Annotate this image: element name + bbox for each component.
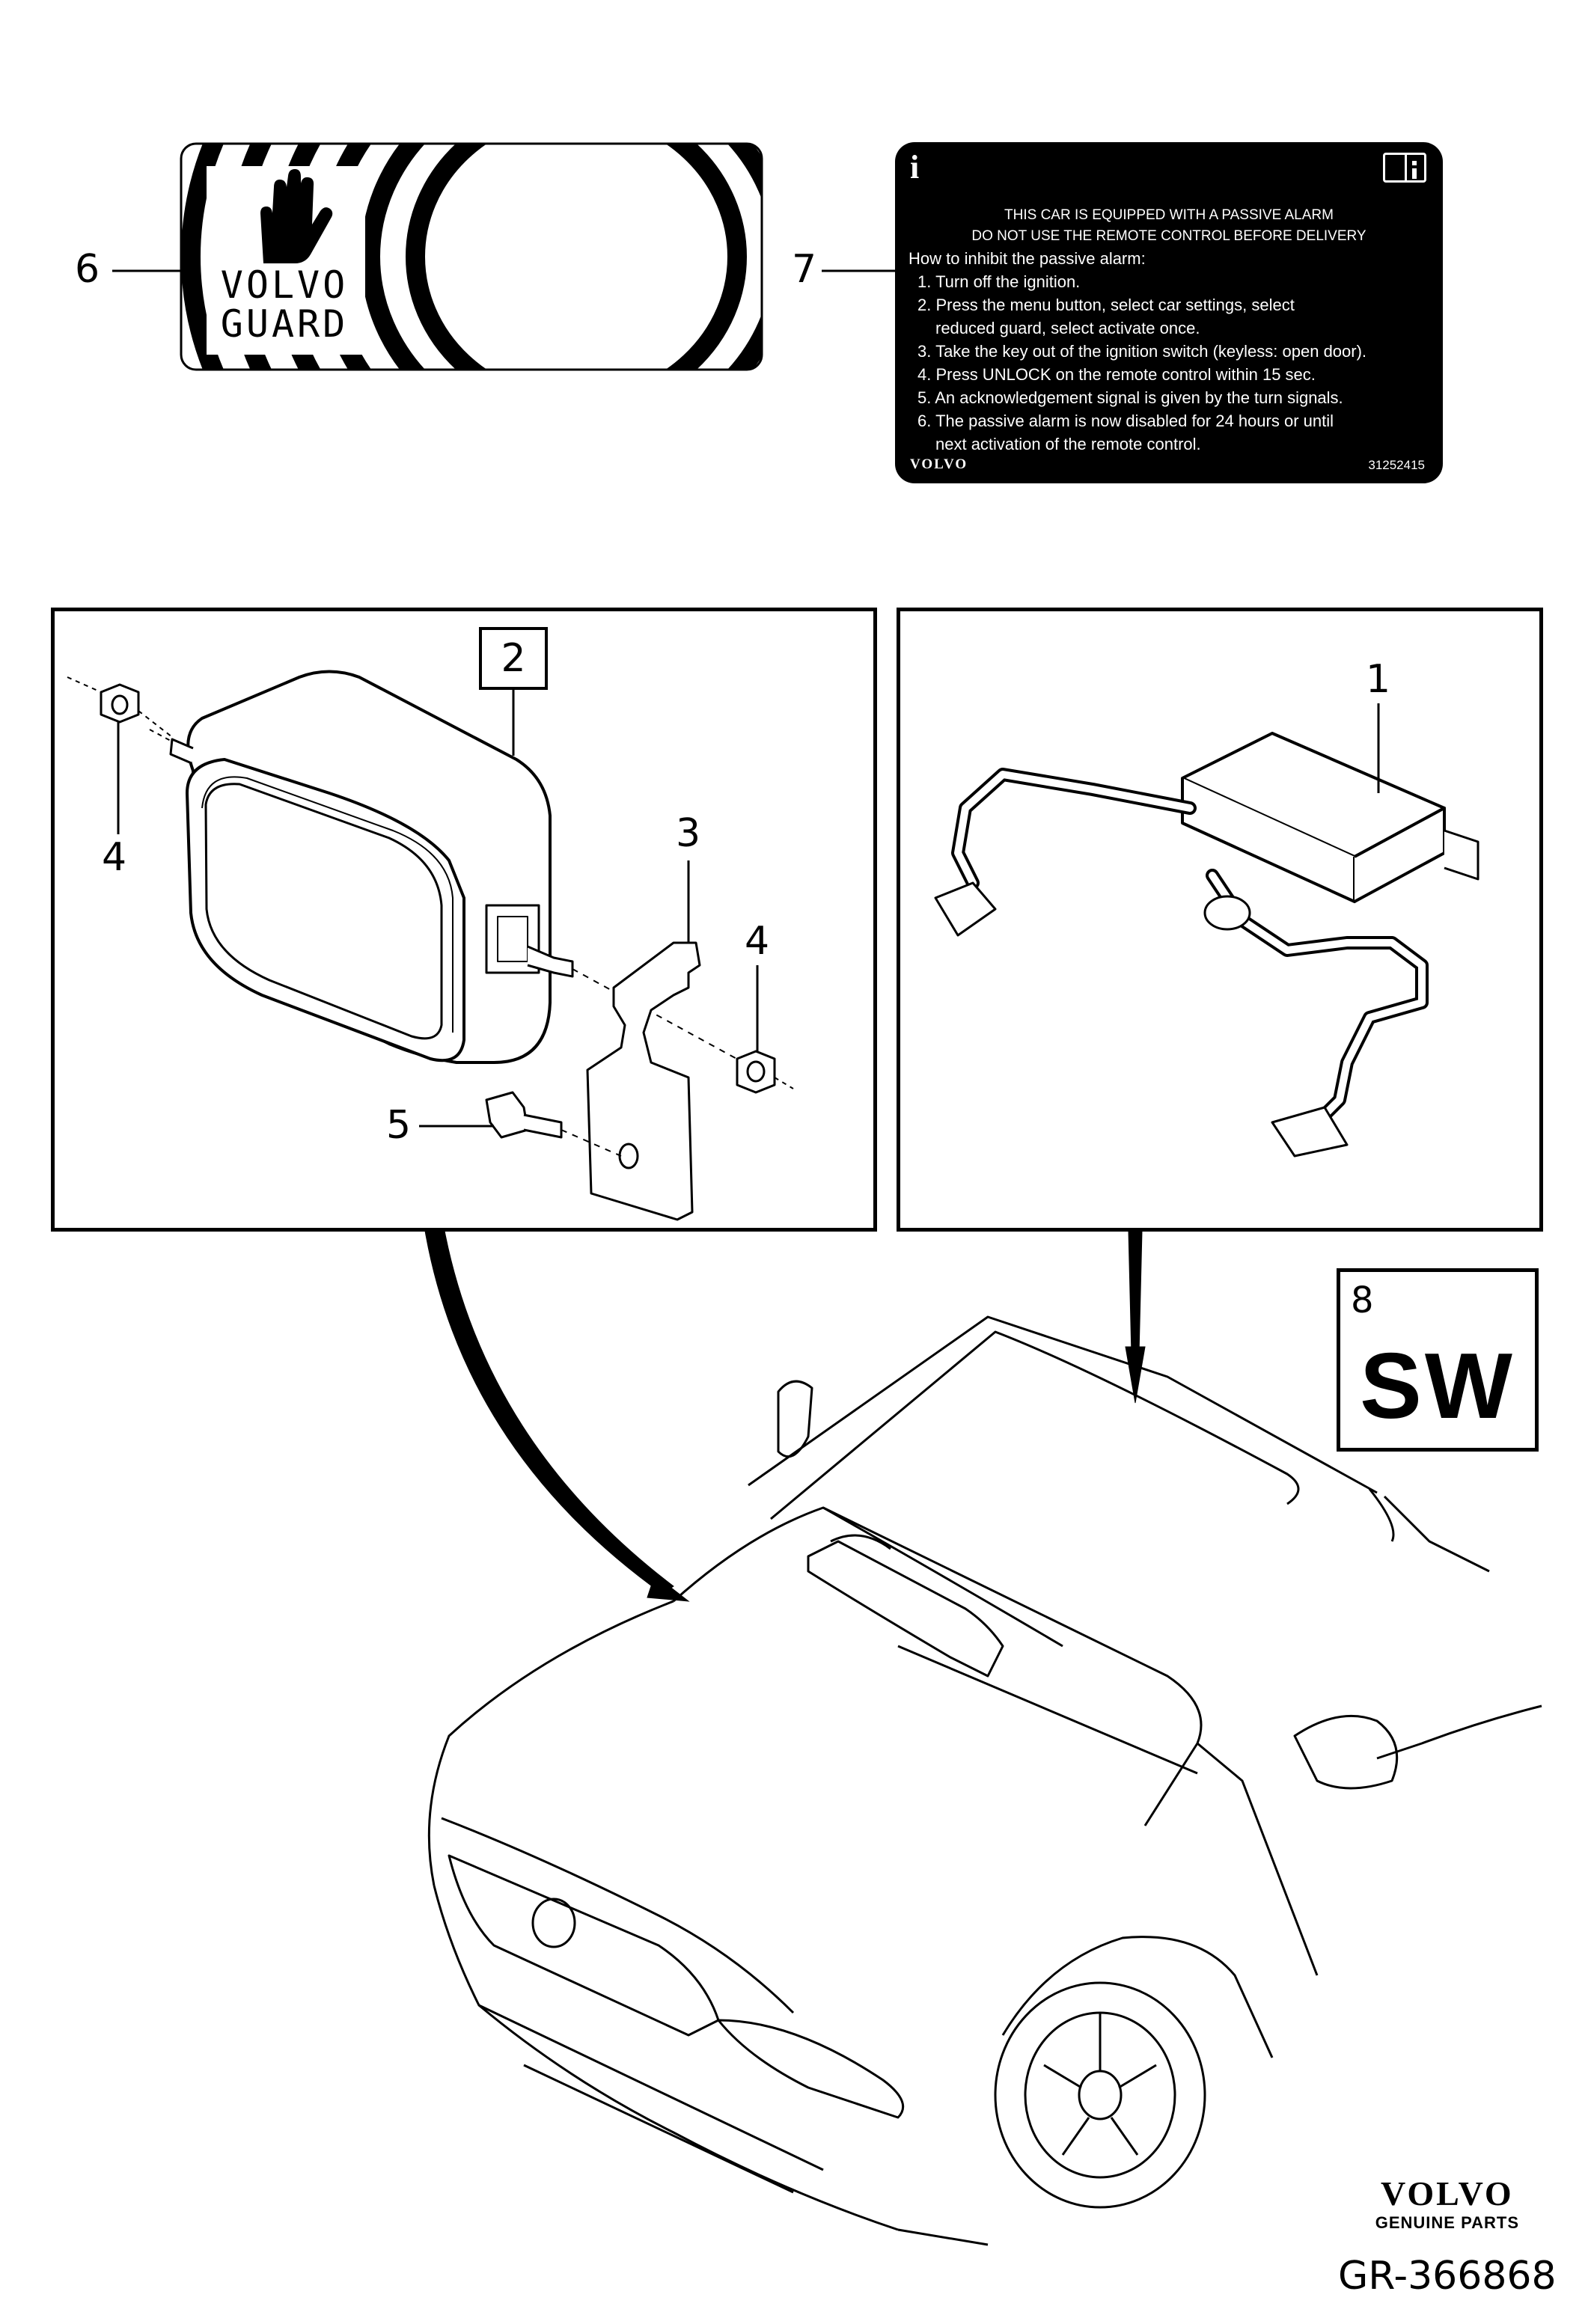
- left-panel-leaders: [117, 690, 759, 1128]
- label-heading-1: THIS CAR IS EQUIPPED WITH A PASSIVE ALAR…: [1004, 207, 1334, 223]
- label-brand: VOLVO: [910, 456, 968, 472]
- callout-7: 7: [792, 247, 817, 292]
- software-code: SW: [1360, 1335, 1515, 1438]
- volvo-genuine-parts-logo: VOLVO GENUINE PARTS: [1375, 2174, 1519, 2233]
- label-step-2: 2. Press the menu button, select car set…: [917, 296, 1295, 314]
- footer-tagline: GENUINE PARTS: [1375, 2213, 1519, 2232]
- volvo-guard-line1: VOLVO: [220, 263, 349, 307]
- info-icon: i: [910, 149, 920, 186]
- footer-brand: VOLVO: [1381, 2174, 1514, 2213]
- volvo-guard-decal: [180, 142, 763, 371]
- label-step-4: 4. Press UNLOCK on the remote control wi…: [917, 365, 1316, 384]
- callout-4-left: 4: [102, 835, 127, 880]
- software-box: 8 SW: [1337, 1268, 1539, 1452]
- siren-module-drawing: [67, 670, 794, 1221]
- control-unit-drawing: [934, 732, 1479, 1158]
- label-part-number: 31252415: [1368, 458, 1425, 472]
- car-illustration: [427, 1315, 1542, 2246]
- control-unit-detail-panel: [897, 608, 1543, 1232]
- callout-6: 6: [75, 247, 100, 292]
- label-step-6: 6. The passive alarm is now disabled for…: [917, 412, 1334, 430]
- label-heading-2: DO NOT USE THE REMOTE CONTROL BEFORE DEL…: [971, 228, 1366, 244]
- passive-alarm-label: i THIS CAR IS EQUIPPED WITH A PASSIVE AL…: [895, 142, 1443, 483]
- label-intro: How to inhibit the passive alarm:: [909, 249, 1146, 268]
- siren-detail-panel: [51, 608, 877, 1232]
- volvo-guard-text: VOLVO GUARD: [210, 266, 359, 343]
- pointer-arrows: [424, 1230, 1146, 1602]
- hand-icon: [260, 169, 333, 263]
- label-step-5: 5. An acknowledgement signal is given by…: [917, 388, 1343, 407]
- callout-3: 3: [676, 811, 701, 856]
- label-step-3: 3. Take the key out of the ignition swit…: [917, 342, 1367, 361]
- callout-1: 1: [1366, 657, 1391, 702]
- callout-5: 5: [386, 1103, 412, 1148]
- callout-4-right: 4: [745, 919, 770, 964]
- callout-2: 2: [479, 627, 548, 690]
- label-body: THIS CAR IS EQUIPPED WITH A PASSIVE ALAR…: [909, 205, 1429, 456]
- volvo-guard-line2: GUARD: [220, 302, 349, 346]
- figure-reference: GR-366868: [1338, 2254, 1557, 2299]
- callout-8: 8: [1351, 1279, 1374, 1321]
- manual-book-icon: [1383, 153, 1426, 183]
- label-step-1: 1. Turn off the ignition.: [917, 272, 1081, 291]
- label-step-6-cont: next activation of the remote control.: [935, 435, 1201, 453]
- label-step-2-cont: reduced guard, select activate once.: [935, 319, 1200, 337]
- label-header: i: [895, 142, 1443, 202]
